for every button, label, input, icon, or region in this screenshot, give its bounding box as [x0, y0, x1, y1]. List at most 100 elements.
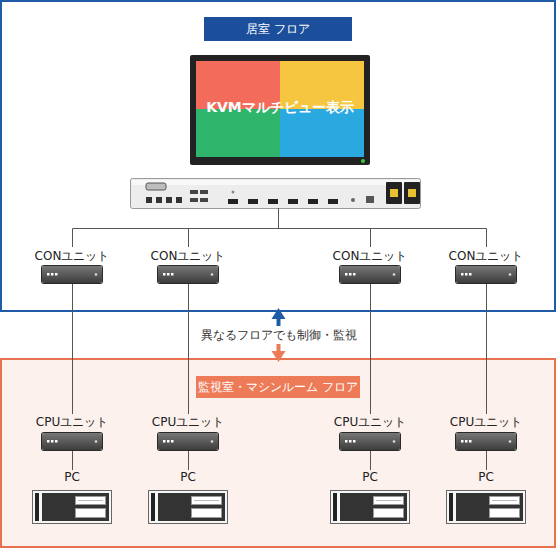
pc-slot — [194, 500, 219, 501]
led — [95, 273, 98, 276]
pc-label: PC — [2, 470, 142, 484]
led — [51, 440, 54, 443]
connector — [370, 451, 371, 470]
led — [465, 440, 468, 443]
led — [47, 440, 50, 443]
floor-heading: 居室 フロア — [204, 17, 352, 41]
arrow-head — [272, 308, 286, 319]
unit-box — [456, 433, 516, 450]
floor-region: 居室 フロアKVMマルチビュー表示CONユニットCONユニットCONユニットCO… — [0, 0, 556, 312]
unit-box — [340, 266, 400, 283]
unit-box — [42, 266, 102, 283]
pc-case — [447, 491, 526, 524]
pc-icon — [148, 490, 228, 525]
led — [349, 273, 352, 276]
pc-icon — [32, 490, 112, 525]
pc-bay — [192, 509, 222, 518]
led — [211, 440, 214, 443]
connector — [486, 451, 487, 470]
led — [167, 273, 170, 276]
unit-face — [340, 433, 400, 450]
connector — [188, 284, 189, 414]
pc-slot — [376, 500, 401, 501]
screen-quadrant — [196, 109, 280, 157]
led — [509, 440, 512, 443]
led — [163, 440, 166, 443]
extender-unit: CPUユニット — [340, 414, 400, 451]
pc-label: PC — [416, 470, 556, 484]
pc-stripe — [449, 493, 453, 521]
unit-box — [456, 266, 516, 283]
pc-label: PC — [300, 470, 440, 484]
connector — [72, 451, 73, 470]
led — [171, 273, 174, 276]
extender-unit: CPUユニット — [42, 414, 102, 451]
extender-unit: CONユニット — [456, 246, 516, 284]
led — [171, 440, 174, 443]
cable-line — [370, 284, 371, 414]
cable-line — [486, 451, 487, 470]
cable-line — [72, 451, 73, 470]
extender-unit: CONユニット — [340, 246, 400, 284]
arrow-shaft — [277, 344, 281, 351]
led — [349, 440, 352, 443]
led — [393, 273, 396, 276]
pc-case — [149, 491, 228, 524]
edge-label: 異なるフロアでも制御・監視 — [201, 327, 357, 344]
pc-stripe — [151, 493, 155, 521]
connector — [486, 284, 487, 414]
pc-node: PC — [32, 470, 112, 526]
extender-unit: CONユニット — [158, 246, 218, 284]
led — [55, 273, 58, 276]
cable-line — [370, 451, 371, 470]
unit-label: CONユニット — [426, 248, 546, 265]
led — [393, 440, 396, 443]
pc-icon — [446, 490, 526, 525]
unit-label: CONユニット — [128, 248, 248, 265]
kvm-switch-device — [131, 179, 421, 209]
arrow-shaft — [277, 319, 281, 326]
pc-bay — [76, 509, 106, 518]
arrow-head — [272, 351, 286, 362]
led — [95, 440, 98, 443]
led — [465, 273, 468, 276]
unit-label: CPUユニット — [426, 414, 546, 431]
led — [509, 273, 512, 276]
connector — [370, 284, 371, 414]
led — [163, 273, 166, 276]
pc-node: PC — [148, 470, 228, 526]
unit-label: CONユニット — [12, 248, 132, 265]
led — [51, 273, 54, 276]
unit-label: CPUユニット — [12, 414, 132, 431]
screen-text: KVMマルチビュー表示 — [190, 99, 370, 117]
led — [461, 273, 464, 276]
unit-box — [340, 433, 400, 450]
pc-bay — [490, 497, 520, 505]
pc-stripe — [35, 493, 39, 521]
pc-front — [340, 493, 407, 521]
pc-node: PC — [330, 470, 410, 526]
extender-unit: CPUユニット — [456, 414, 516, 451]
unit-face — [42, 433, 102, 450]
led — [47, 273, 50, 276]
led — [345, 273, 348, 276]
pc-front — [42, 493, 109, 521]
unit-label: CPUユニット — [310, 414, 430, 431]
led — [353, 440, 356, 443]
pc-bay — [374, 509, 404, 518]
unit-face — [456, 266, 516, 283]
cable-line — [486, 284, 487, 414]
screen-quadrant — [280, 109, 364, 157]
unit-face — [42, 266, 102, 283]
led — [469, 273, 472, 276]
floor-region: 監視室・マシンルーム フロアCPUユニットCPUユニットCPUユニットCPUユニ… — [0, 358, 556, 548]
pc-node: PC — [446, 470, 526, 526]
power-led — [361, 159, 365, 163]
led — [353, 273, 356, 276]
led — [345, 440, 348, 443]
unit-box — [158, 266, 218, 283]
connector — [72, 284, 73, 414]
unit-face — [158, 433, 218, 450]
